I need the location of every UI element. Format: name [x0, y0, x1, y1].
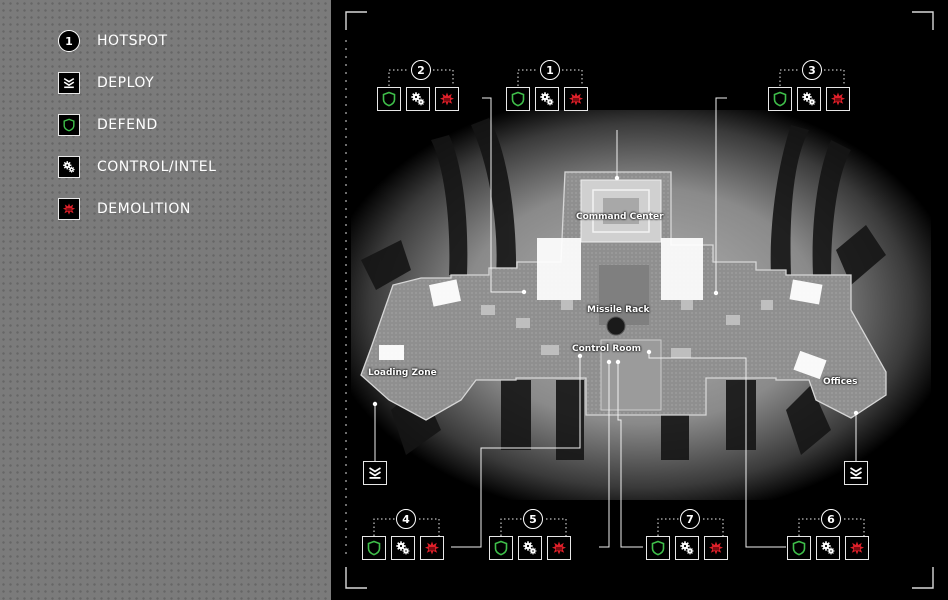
hotspot-number-icon: 1 — [58, 30, 80, 52]
hotspot-number: 3 — [808, 63, 816, 77]
legend-demolition-label: DEMOLITION — [97, 201, 191, 217]
explosion-icon[interactable] — [435, 87, 459, 111]
hotspot-number: 4 — [402, 512, 410, 526]
map-label-command-center: Command Center — [576, 212, 664, 222]
hotspot-number: 7 — [686, 512, 694, 526]
explosion-icon[interactable] — [845, 536, 869, 560]
shield-icon[interactable] — [506, 87, 530, 111]
legend-hotspot: 1 HOTSPOT — [58, 29, 168, 53]
legend-defend: DEFEND — [58, 113, 158, 137]
map-label-control-room: Control Room — [572, 344, 642, 354]
deploy-icon — [363, 461, 387, 485]
legend-panel: 1 HOTSPOT DEPLOY DEFEND CONTROL/INTEL DE… — [0, 0, 331, 600]
hotspot-number: 5 — [529, 512, 537, 526]
gears-icon — [58, 156, 80, 178]
hotspot-number-icon: 5 — [523, 509, 543, 529]
hotspot-number: 6 — [827, 512, 835, 526]
map-label-offices: Offices — [823, 377, 858, 387]
hotspot-number: 1 — [65, 34, 73, 48]
shield-icon[interactable] — [489, 536, 513, 560]
gears-icon[interactable] — [391, 536, 415, 560]
explosion-icon[interactable] — [704, 536, 728, 560]
legend-deploy: DEPLOY — [58, 71, 154, 95]
explosion-icon — [58, 198, 80, 220]
deploy-icon — [58, 72, 80, 94]
gears-icon[interactable] — [816, 536, 840, 560]
shield-icon[interactable] — [787, 536, 811, 560]
gears-icon[interactable] — [535, 87, 559, 111]
gears-icon[interactable] — [675, 536, 699, 560]
explosion-icon[interactable] — [420, 536, 444, 560]
shield-icon[interactable] — [768, 87, 792, 111]
building-floorplan — [360, 171, 887, 421]
hotspot-number-icon: 7 — [680, 509, 700, 529]
dotted-brackets — [373, 69, 865, 536]
map-label-missile-rack: Missile Rack — [587, 305, 650, 315]
hotspot-number-icon: 4 — [396, 509, 416, 529]
hotspot-number-icon: 3 — [802, 60, 822, 80]
explosion-icon[interactable] — [564, 87, 588, 111]
hotspot-number: 1 — [546, 63, 554, 77]
connector-lines — [374, 97, 857, 548]
legend-demolition: DEMOLITION — [58, 197, 191, 221]
connector-dots — [372, 175, 859, 416]
explosion-icon[interactable] — [826, 87, 850, 111]
gears-icon[interactable] — [797, 87, 821, 111]
hotspot-number-icon: 2 — [411, 60, 431, 80]
hotspot-number-icon: 1 — [540, 60, 560, 80]
shield-icon[interactable] — [646, 536, 670, 560]
deploy-marker-east[interactable] — [844, 461, 868, 485]
map-canvas[interactable] — [331, 0, 948, 600]
gears-icon[interactable] — [518, 536, 542, 560]
hotspot-number: 2 — [417, 63, 425, 77]
deploy-icon — [844, 461, 868, 485]
shield-icon[interactable] — [362, 536, 386, 560]
hotspot-number-icon: 6 — [821, 509, 841, 529]
legend-deploy-label: DEPLOY — [97, 75, 155, 91]
legend-hotspot-label: HOTSPOT — [97, 33, 168, 49]
shield-icon[interactable] — [377, 87, 401, 111]
map-frame — [345, 11, 934, 589]
map-label-loading-zone: Loading Zone — [368, 368, 437, 378]
legend-defend-label: DEFEND — [97, 117, 158, 133]
legend-control-label: CONTROL/INTEL — [97, 159, 217, 175]
map-area[interactable]: Command Center Missile Rack Control Room… — [331, 0, 948, 600]
deploy-marker-west[interactable] — [363, 461, 387, 485]
gears-icon[interactable] — [406, 87, 430, 111]
legend-control: CONTROL/INTEL — [58, 155, 216, 179]
explosion-icon[interactable] — [547, 536, 571, 560]
shield-icon — [58, 114, 80, 136]
